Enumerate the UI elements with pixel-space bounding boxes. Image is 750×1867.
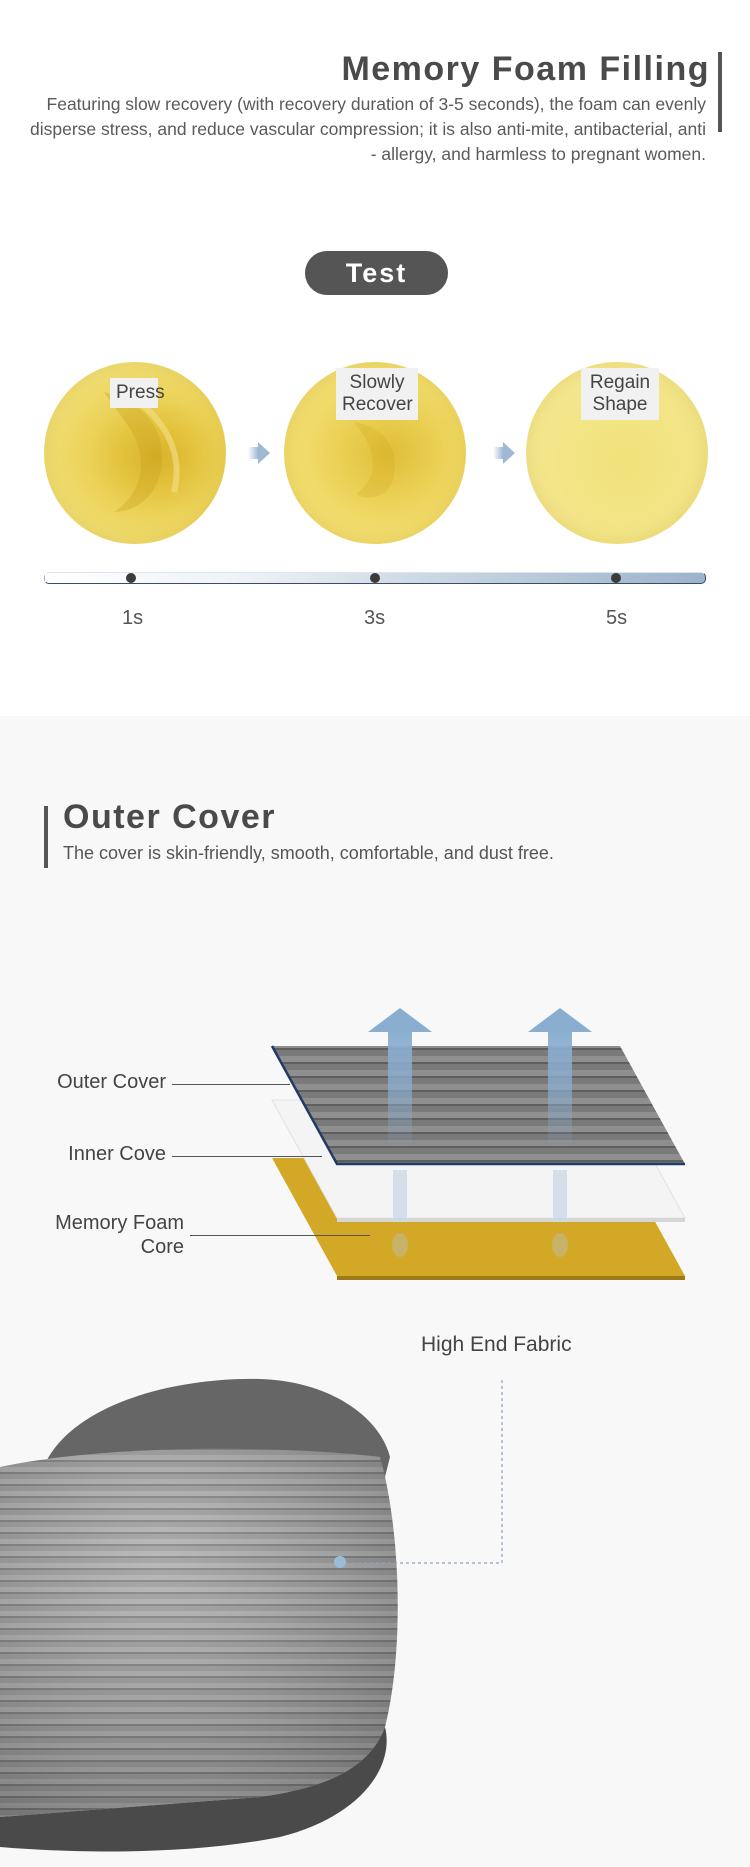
step-label-regain-line2: Shape [592, 394, 648, 415]
timeline-dot-3s [370, 573, 380, 583]
outer-cover-accent-bar [44, 806, 48, 868]
step-label-regain-shape: Regain Shape [581, 368, 659, 420]
step-label-regain-line1: Regain [589, 372, 651, 393]
outer-cover-description: The cover is skin-friendly, smooth, comf… [63, 843, 554, 863]
high-end-fabric-label: High End Fabric [421, 1333, 572, 1356]
label-memory-foam-core: Memory Foam Core [20, 1211, 184, 1259]
memory-foam-description: Featuring slow recovery (with recovery d… [30, 94, 706, 164]
label-core-line1: Memory Foam [55, 1212, 184, 1234]
arrow-tail-2 [493, 447, 503, 459]
step-label-press: Press [110, 378, 165, 408]
timeline-label-3s: 3s [364, 607, 386, 629]
arrow-tail-1 [248, 447, 258, 459]
step-label-recover-line1: Slowly [349, 372, 405, 393]
outer-cover-title: Outer Cover [63, 798, 276, 836]
title-accent-bar [718, 52, 722, 132]
step-label-press-text: Press [116, 382, 165, 403]
fabric-hotspot-icon [334, 1556, 346, 1568]
memory-foam-title: Memory Foam Filling [341, 50, 710, 88]
leader-line-core [190, 1235, 370, 1236]
breathability-arrow-icon [528, 1008, 592, 1257]
leader-line-inner [172, 1156, 322, 1157]
step-label-recover-line2: Recover [342, 394, 413, 415]
recover-dent-shape [354, 422, 395, 498]
leader-line-outer [172, 1084, 290, 1085]
label-outer-cover: Outer Cover [57, 1071, 166, 1093]
step-label-slowly-recover: Slowly Recover [336, 368, 418, 420]
press-dent-shape [104, 392, 180, 512]
timeline-label-1s: 1s [122, 607, 144, 629]
breathability-arrow-icon [368, 1008, 432, 1257]
timeline-label-5s: 5s [606, 607, 628, 629]
label-inner-cove: Inner Cove [68, 1143, 166, 1165]
arrow-right-icon [258, 442, 270, 464]
layer-diagram [270, 1008, 686, 1280]
test-badge: Test [305, 251, 448, 295]
label-core-line2: Core [140, 1236, 184, 1258]
arrow-right-icon [503, 442, 515, 464]
memory-foam-section [0, 0, 750, 716]
timeline-dot-5s [611, 573, 621, 583]
timeline-dot-1s [126, 573, 136, 583]
outer-cover-layer [270, 1045, 685, 1166]
neck-pillow-image [0, 1377, 503, 1852]
